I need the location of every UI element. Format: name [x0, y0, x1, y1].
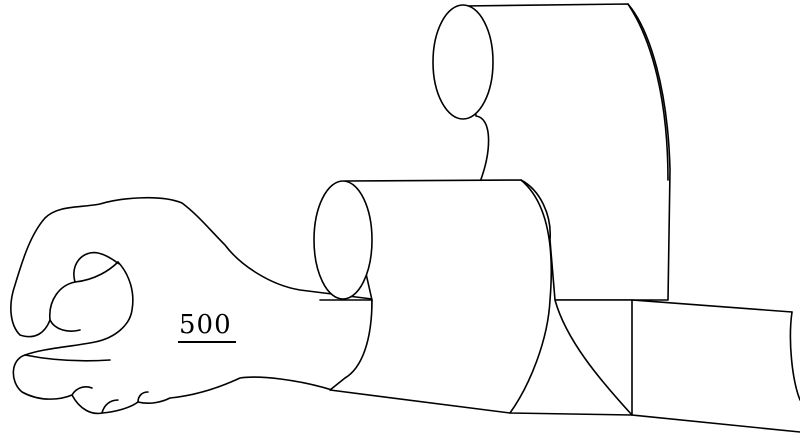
- reference-numeral: 500: [179, 310, 232, 340]
- hand: [10, 196, 373, 415]
- reference-numeral-underline: [178, 341, 236, 343]
- lower-flexible-band: [313, 179, 633, 416]
- forearm-sleeve: [631, 299, 800, 433]
